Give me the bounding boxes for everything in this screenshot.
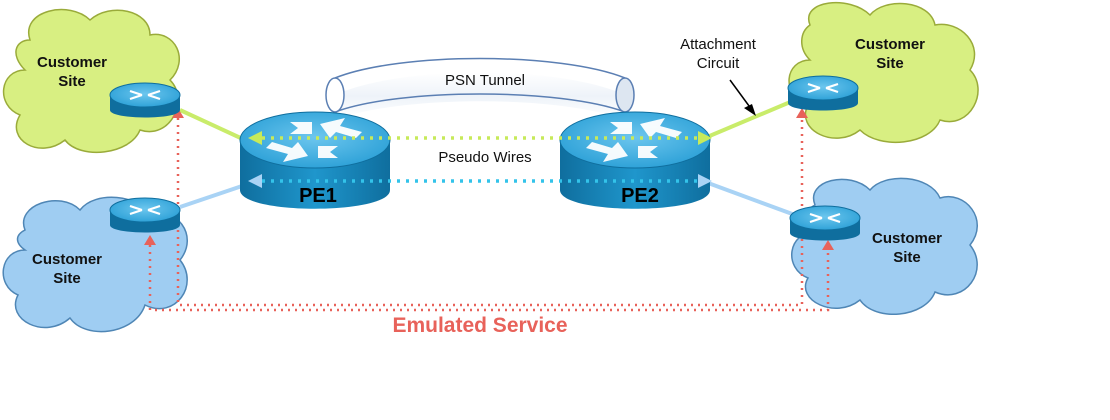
site-top-right-line2: Site bbox=[876, 55, 904, 72]
router-pe1 bbox=[239, 111, 391, 209]
site-top-left-line2: Site bbox=[58, 73, 86, 90]
psn-tunnel-label: PSN Tunnel bbox=[445, 72, 525, 89]
emulated-arrowheads bbox=[144, 108, 834, 250]
pseudo-wire-blue bbox=[248, 174, 712, 188]
site-bottom-left-line2: Site bbox=[53, 270, 81, 287]
site-bottom-right-line2: Site bbox=[893, 249, 921, 266]
router-pe2 bbox=[559, 111, 711, 209]
cloud-top-left bbox=[3, 8, 180, 153]
pe1-label: PE1 bbox=[299, 185, 337, 207]
pseudo-wires-label: Pseudo Wires bbox=[438, 149, 531, 166]
attachment-links bbox=[179, 98, 796, 217]
emulated-service-label: Emulated Service bbox=[392, 314, 567, 337]
ce-router-top-right bbox=[787, 75, 859, 111]
pe2-label: PE2 bbox=[621, 185, 659, 207]
attachment-circuit-line2: Circuit bbox=[697, 55, 740, 72]
ce-router-bottom-right bbox=[789, 205, 861, 241]
attachment-circuit-line1: Attachment bbox=[680, 36, 757, 53]
site-top-left-line1: Customer bbox=[37, 54, 107, 71]
cloud-top-right bbox=[788, 2, 979, 143]
ce-router-top-left bbox=[109, 82, 181, 118]
site-top-right-line1: Customer bbox=[855, 36, 925, 53]
pseudo-wire-green bbox=[248, 131, 712, 145]
attachment-circuit-arrow bbox=[729, 79, 756, 116]
psn-tunnel bbox=[325, 57, 635, 120]
site-bottom-left-line1: Customer bbox=[32, 251, 102, 268]
site-bottom-right-line1: Customer bbox=[872, 230, 942, 247]
ce-router-bottom-left bbox=[109, 197, 181, 233]
